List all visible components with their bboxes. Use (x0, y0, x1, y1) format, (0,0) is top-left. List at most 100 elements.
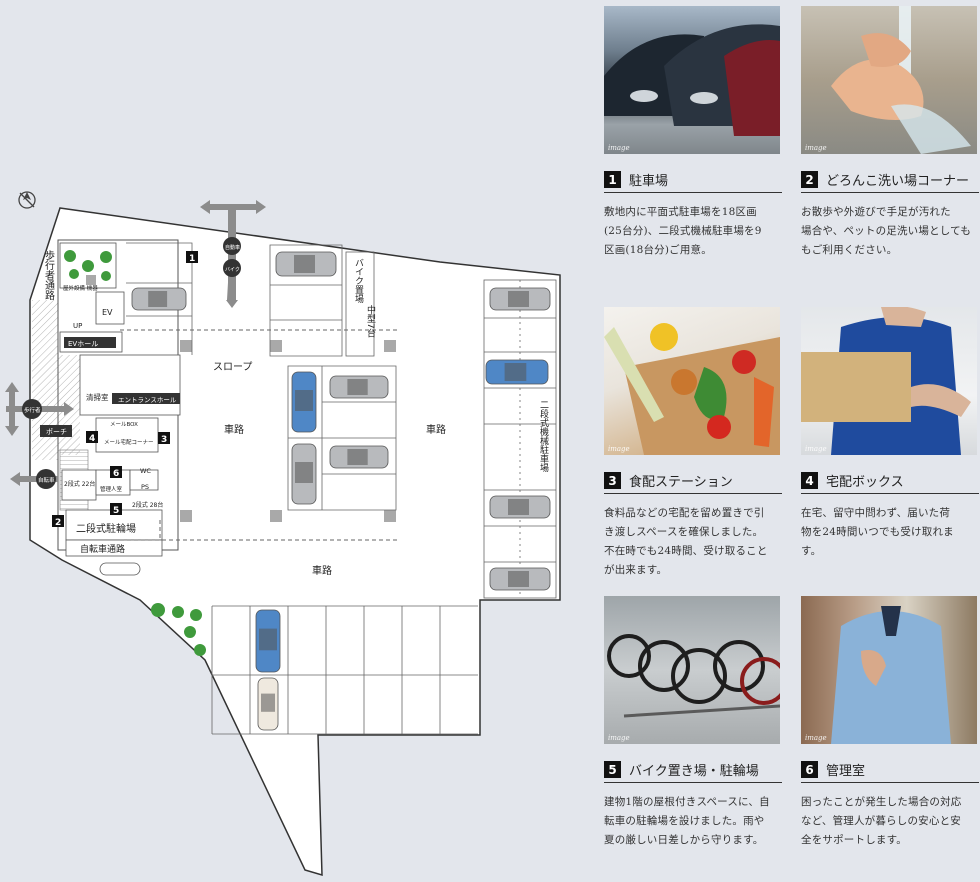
road-label-right: 車路 (426, 423, 446, 436)
outdoor-equip-label: 屋外設備 機器 (63, 284, 98, 292)
bike-tag: バイク (225, 267, 240, 273)
up-label: UP (73, 322, 82, 330)
ev-hall-label: EVホール (68, 340, 98, 348)
porch-badge (40, 425, 72, 437)
walkway-label: 歩行者通路 (43, 249, 55, 301)
car-window (508, 499, 529, 515)
car-window (347, 449, 368, 465)
marker-2-badge: 2 (801, 171, 818, 188)
plan-marker-label: 6 (113, 469, 119, 479)
car-window (148, 291, 168, 307)
car-window (259, 628, 277, 651)
marker-1-badge: 1 (604, 171, 621, 188)
card-delivery-box: image 4 宅配ボックス 在宅、留守中問わず、届いた荷物を24時間いつでも受け… (801, 307, 979, 561)
ev-hall-badge (64, 337, 116, 348)
plan-marker-label: 3 (161, 435, 167, 445)
plan-marker-2 (52, 515, 64, 527)
trees-lower (151, 603, 206, 656)
car-window (295, 462, 313, 483)
image-caption: image (805, 734, 827, 742)
entrance-hall-label: エントランスホール (118, 396, 177, 404)
compass-icon (18, 191, 36, 209)
car-window (347, 379, 368, 395)
plan-marker-label: 5 (113, 506, 119, 516)
pedestrian-badge (22, 399, 42, 419)
road-label-lower: 車路 (312, 564, 332, 577)
image-caption: image (608, 144, 630, 152)
car-window (294, 255, 315, 273)
two-tier-bike-label: 二段式駐輪場 (76, 522, 136, 535)
bike-entry-badge (223, 259, 241, 277)
bike-parking-count: 中型7台 (365, 304, 376, 339)
card-description: 困ったことが発生した場合の対応など、管理人が暮らしの安心と安全をサポートします。 (801, 796, 962, 846)
bicycles-photo: image (604, 596, 780, 744)
vegetables-photo: image (604, 307, 780, 455)
image-caption: image (805, 144, 827, 152)
car-window (508, 571, 529, 587)
card-title: 駐車場 (629, 174, 669, 189)
pedestrian-tag: 歩行者 (24, 406, 41, 414)
car-tag: 自動車 (225, 244, 240, 251)
plan-marker-1 (186, 251, 198, 263)
card-management-office: image 6 管理室 困ったことが発生した場合の対応など、管理人が暮らしの安心と… (801, 596, 979, 850)
bicycle-tag: 自転車 (38, 476, 55, 484)
marker-5-badge: 5 (604, 761, 621, 778)
parking-grid-right (483, 279, 557, 599)
card-bike-parking: image 5 バイク置き場・駐輪場 建物1階の屋根付きスペースに、自転車の駐輪場… (604, 596, 782, 850)
car-window (295, 390, 313, 411)
card-description: 在宅、留守中問わず、届いた荷物を24時間いつでも受け取れます。 (801, 507, 954, 557)
mailbox-label: メールBOX (110, 422, 138, 428)
card-description: 食料品などの宅配を留め置きで引き渡しスペースを確保しました。不在時でも24時間、… (604, 507, 768, 576)
marker-3-badge: 3 (604, 472, 621, 489)
entrance-hall-badge (112, 393, 180, 404)
plan-marker-5 (110, 503, 122, 515)
car-window (504, 363, 527, 381)
plan-marker-4 (86, 431, 98, 443)
plan-marker-6 (110, 466, 122, 478)
card-description: 建物1階の屋根付きスペースに、自転車の駐輪場を設けました。雨や夏の厳しい日差しか… (604, 796, 770, 846)
porch-label: ポーチ (46, 428, 67, 436)
parking-photo: image (604, 6, 780, 154)
bike-parking-area (345, 251, 375, 357)
plan-marker-label: 4 (89, 434, 95, 444)
columns (86, 275, 396, 522)
bike-parking-label: バイク置場 (353, 258, 364, 304)
image-caption: image (805, 445, 827, 453)
car-window (261, 693, 275, 712)
marker-4-badge: 4 (801, 472, 818, 489)
card-title: 管理室 (826, 764, 866, 779)
mech-parking-label: 二段式機械駐車場 (538, 400, 549, 473)
mgmt-label: 管理人室 (100, 485, 123, 493)
trees-upper (64, 250, 112, 281)
ev-label: EV (102, 308, 113, 317)
wash-photo: image (801, 6, 977, 154)
delivery-label: メール宅配コーナー (104, 438, 154, 446)
image-caption: image (608, 734, 630, 742)
manager-photo: image (801, 596, 977, 744)
bicycle-badge (36, 469, 56, 489)
road-label-left: 車路 (224, 423, 244, 436)
card-title: 宅配ボックス (826, 475, 904, 490)
parking-grid-lower (211, 605, 478, 735)
plan-marker-3 (158, 432, 170, 444)
marker-6-badge: 6 (801, 761, 818, 778)
cleaning-room-label: 清掃室 (86, 392, 109, 402)
bike-count-b: 2段式 28台 (132, 501, 163, 509)
bike-count-a: 2段式 22台 (64, 480, 95, 488)
card-parking: image 1 駐車場 敷地内に平面式駐車場を18区画(25台分)、二段式機械駐車… (604, 6, 782, 260)
delivery-photo: image (801, 307, 977, 455)
card-title: どろんこ洗い場コーナー (826, 174, 970, 189)
ps-label: PS (141, 483, 149, 491)
bicycle-path-label: 自転車通路 (80, 543, 125, 555)
parking-grid-upper-left (126, 242, 193, 355)
slope-label: スロープ (213, 361, 252, 373)
wc-label: WC (140, 467, 151, 475)
plan-marker-label: 1 (189, 254, 195, 264)
car-entry-badge (223, 237, 241, 255)
card-title: バイク置き場・駐輪場 (629, 764, 759, 779)
card-title: 食配ステーション (629, 475, 733, 490)
car-window (508, 291, 529, 307)
